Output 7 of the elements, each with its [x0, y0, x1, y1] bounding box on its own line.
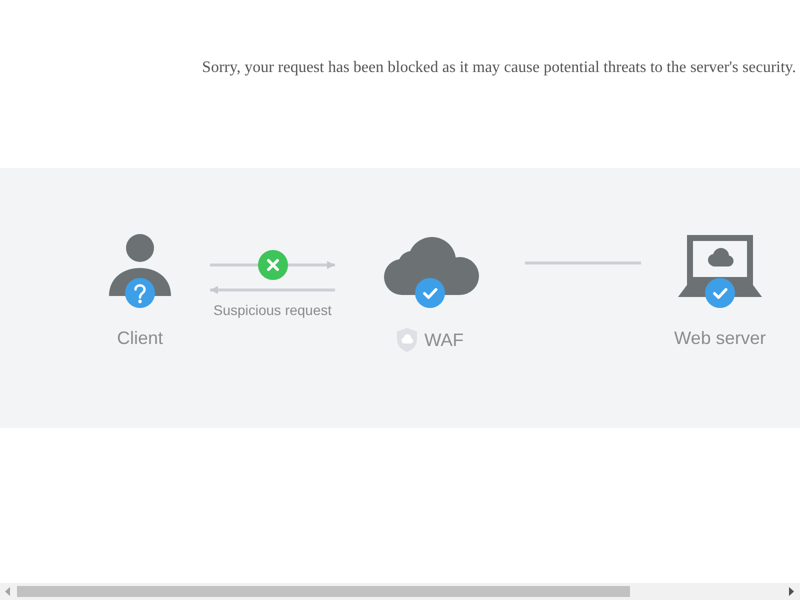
node-label: Web server: [674, 327, 766, 349]
arrow: [210, 286, 335, 294]
node-label: Client: [116, 327, 164, 349]
message-text: Sorry, your request has been blocked as it may cause potential threats to the server's security.: [202, 58, 796, 78]
node-label: WAF: [424, 329, 464, 351]
edge-label: Suspicious request: [213, 302, 332, 319]
connector-line: [525, 262, 641, 264]
